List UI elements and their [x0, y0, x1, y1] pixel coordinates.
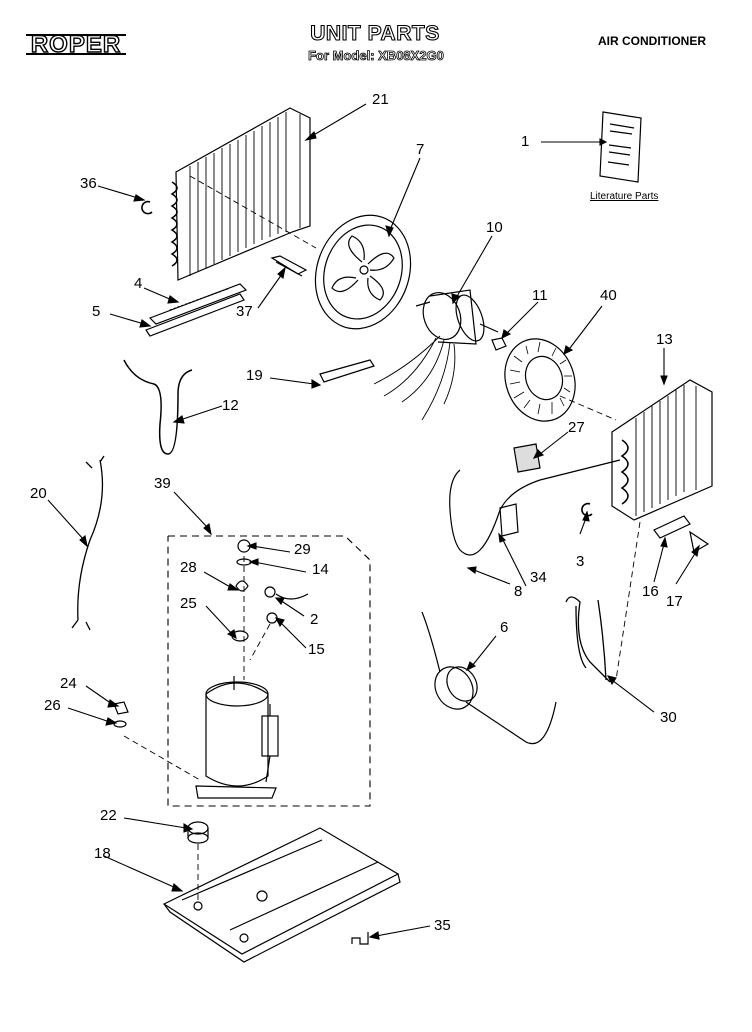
discharge-tube: [565, 596, 611, 683]
fan-bracket: [270, 255, 308, 277]
assembly-lines: [123, 175, 641, 900]
part-label: 3: [576, 553, 585, 570]
drain-tube: [123, 359, 193, 455]
part-label: 30: [660, 709, 677, 726]
condenser-coil: [170, 107, 311, 281]
clip-35: [351, 932, 369, 945]
part-label: 17: [666, 593, 683, 610]
fan-motor: [415, 289, 499, 345]
part-label: 40: [600, 287, 617, 304]
part-label: 26: [44, 697, 61, 714]
grommet: [187, 821, 209, 844]
wire-harness: [71, 455, 105, 631]
part-label: 11: [532, 287, 548, 304]
thermostat-sensor: [319, 359, 375, 383]
arrow-tab-17: [689, 530, 710, 553]
part-label: 2: [310, 611, 319, 628]
part-label: 36: [80, 175, 97, 192]
compressor-kit-box: [167, 535, 371, 807]
brand-name: ROPER: [30, 30, 122, 58]
part-label: 24: [60, 675, 77, 692]
part-label: 16: [642, 583, 659, 600]
brand-logo: ROPER: [24, 30, 128, 59]
part-label: 18: [94, 845, 111, 862]
capillary-tubing: [449, 459, 621, 556]
part-label: 19: [246, 367, 263, 384]
part-label: 34: [530, 569, 547, 586]
model-subtitle: For Model: XB08X2G0: [308, 48, 445, 64]
motor-wires: [373, 335, 456, 421]
page-title: UNIT PARTS: [310, 21, 440, 45]
part-label: 1: [521, 133, 530, 150]
mount-hardware: [113, 701, 129, 728]
condenser-fan: [314, 214, 412, 330]
evaporator-coil: [611, 379, 713, 521]
part-label: 39: [154, 475, 171, 492]
part-label: 5: [92, 303, 101, 320]
blower-wheel: [504, 338, 576, 422]
nut-11: [491, 337, 507, 351]
part-label: 14: [312, 561, 329, 578]
part-label: 15: [308, 641, 325, 658]
clip-3: [581, 502, 593, 517]
part-label: 20: [30, 485, 47, 502]
part-label: 29: [294, 541, 311, 558]
part-label: 8: [514, 583, 523, 600]
part-label: 37: [236, 303, 253, 320]
product-category: AIR CONDITIONER: [598, 34, 706, 48]
thermistor-bracket: [499, 503, 519, 537]
literature-caption: Literature Parts: [590, 191, 659, 202]
filter-pad: [513, 443, 541, 473]
compressor-hardware: [231, 539, 309, 642]
heater-element: [145, 283, 248, 337]
part-label: 21: [372, 91, 389, 108]
clip-36: [141, 200, 153, 215]
part-label: 6: [500, 619, 509, 636]
part-label: 4: [134, 275, 143, 292]
part-label: 7: [416, 141, 425, 158]
part-label: 10: [486, 219, 503, 236]
base-pan: [162, 827, 401, 963]
part-label: 22: [100, 807, 117, 824]
literature-booklet: [599, 111, 642, 183]
part-label: 35: [434, 917, 451, 934]
part-label: 27: [568, 419, 585, 436]
accumulator-tube: [421, 611, 557, 745]
part-label: 28: [180, 559, 197, 576]
part-label: 13: [656, 331, 673, 348]
part-label: 12: [222, 397, 239, 414]
compressor: [195, 676, 279, 799]
bracket-16: [653, 515, 691, 539]
leader-lines: [47, 103, 700, 940]
part-label: 25: [180, 595, 197, 612]
